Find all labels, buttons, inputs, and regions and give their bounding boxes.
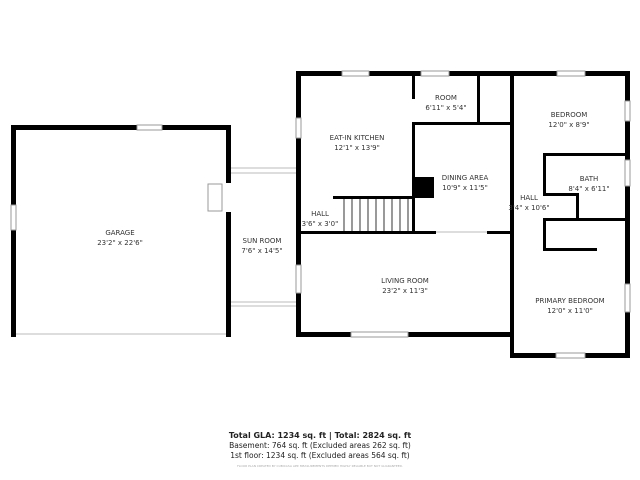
- windows: [10, 70, 631, 359]
- room-name: SUN ROOM: [242, 237, 282, 245]
- room-hall: HALL 3'4" x 10'6": [508, 193, 549, 213]
- window: [624, 159, 631, 187]
- room-name: BATH: [579, 175, 599, 183]
- room-sun-room: SUN ROOM 7'6" x 14'5": [241, 236, 282, 256]
- primary-closet-wall: [543, 218, 546, 251]
- kitchen-room-wall: [412, 71, 415, 99]
- bath-bottom-wall: [543, 218, 630, 221]
- room-garage: GARAGE 23'2" x 22'6": [97, 228, 143, 248]
- room-dims: 7'6" x 14'5": [241, 247, 283, 255]
- window: [624, 100, 631, 122]
- room-dims: 3'6" x 3'0": [301, 220, 339, 228]
- hall-living-wall: [296, 231, 436, 234]
- room-primary-bedroom: PRIMARY BEDROOM 12'0" x 11'0": [535, 296, 604, 316]
- house-right-wall: [625, 71, 630, 358]
- stairs: [343, 199, 409, 231]
- room-name: LIVING ROOM: [381, 277, 429, 285]
- room-name: GARAGE: [105, 229, 135, 237]
- room-dims: 6'11" x 5'4": [425, 104, 467, 112]
- steps: [207, 183, 223, 212]
- room-dims: 12'0" x 8'9": [548, 121, 590, 129]
- room-dims: 23'2" x 11'3": [382, 287, 428, 295]
- room-dims: 23'2" x 22'6": [97, 239, 143, 247]
- room-dining-area: DINING AREA 10'9" x 11'5": [442, 173, 489, 193]
- thin-lines: [16, 167, 487, 335]
- window: [556, 70, 586, 77]
- room-dims: 12'0" x 11'0": [547, 307, 593, 315]
- room-bath: BATH 8'4" x 6'11": [568, 174, 609, 194]
- garage-top-wall: [11, 125, 231, 130]
- bath-left-wall: [543, 153, 546, 193]
- window: [10, 204, 17, 231]
- hall-left-wall: [510, 71, 514, 358]
- garage-right-wall: [226, 125, 231, 183]
- basement-area: Basement: 764 sq. ft (Excluded areas 262…: [229, 441, 411, 450]
- room-dims: 3'4" x 10'6": [508, 204, 550, 212]
- dining-living-wall: [487, 231, 512, 234]
- room-name: DINING AREA: [441, 174, 489, 182]
- window: [420, 70, 450, 77]
- room-name: PRIMARY BEDROOM: [535, 297, 605, 305]
- room-hall-small: HALL 3'6" x 3'0": [302, 209, 339, 229]
- primary-closet-bottom: [543, 248, 597, 251]
- room-room: ROOM 6'11" x 5'4": [425, 93, 466, 113]
- window: [295, 264, 302, 294]
- room-bottom-wall: [412, 122, 512, 125]
- stair-top-wall: [333, 196, 415, 199]
- room-living-room: LIVING ROOM 23'2" x 11'3": [381, 276, 429, 296]
- room-dims: 8'4" x 6'11": [568, 185, 610, 193]
- total-area: Total GLA: 1234 sq. ft | Total: 2824 sq.…: [228, 431, 412, 440]
- window: [295, 117, 302, 139]
- disclaimer: FLOOR PLAN CREATED BY CUBICASA APP. MEAS…: [237, 464, 403, 468]
- window: [350, 331, 409, 338]
- first-floor-area: 1st floor: 1234 sq. ft (Excluded areas 5…: [230, 451, 410, 460]
- garage-right-wall-lower: [226, 212, 231, 337]
- room-name: BEDROOM: [550, 111, 588, 119]
- window: [555, 352, 586, 359]
- room-name: ROOM: [435, 94, 457, 102]
- room-name: EAT-IN KITCHEN: [329, 134, 385, 142]
- garage-left-wall: [11, 125, 16, 337]
- room-eat-in-kitchen: EAT-IN KITCHEN 12'1" x 13'9": [330, 133, 385, 153]
- room-name: HALL: [311, 210, 329, 218]
- room-closet-wall: [477, 71, 480, 125]
- room-bedroom: BEDROOM 12'0" x 8'9": [548, 110, 589, 130]
- window: [624, 283, 631, 313]
- closet-right-wall: [576, 193, 579, 219]
- room-name: HALL: [520, 194, 538, 202]
- window: [341, 70, 370, 77]
- room-dims: 10'9" x 11'5": [442, 184, 488, 192]
- chimney: [413, 177, 434, 198]
- bath-top-wall: [543, 153, 630, 156]
- house-top-wall: [296, 71, 630, 76]
- house-left-wall: [296, 71, 301, 337]
- bath-closet-wall: [543, 193, 579, 196]
- window: [136, 124, 163, 131]
- room-dims: 12'1" x 13'9": [334, 144, 380, 152]
